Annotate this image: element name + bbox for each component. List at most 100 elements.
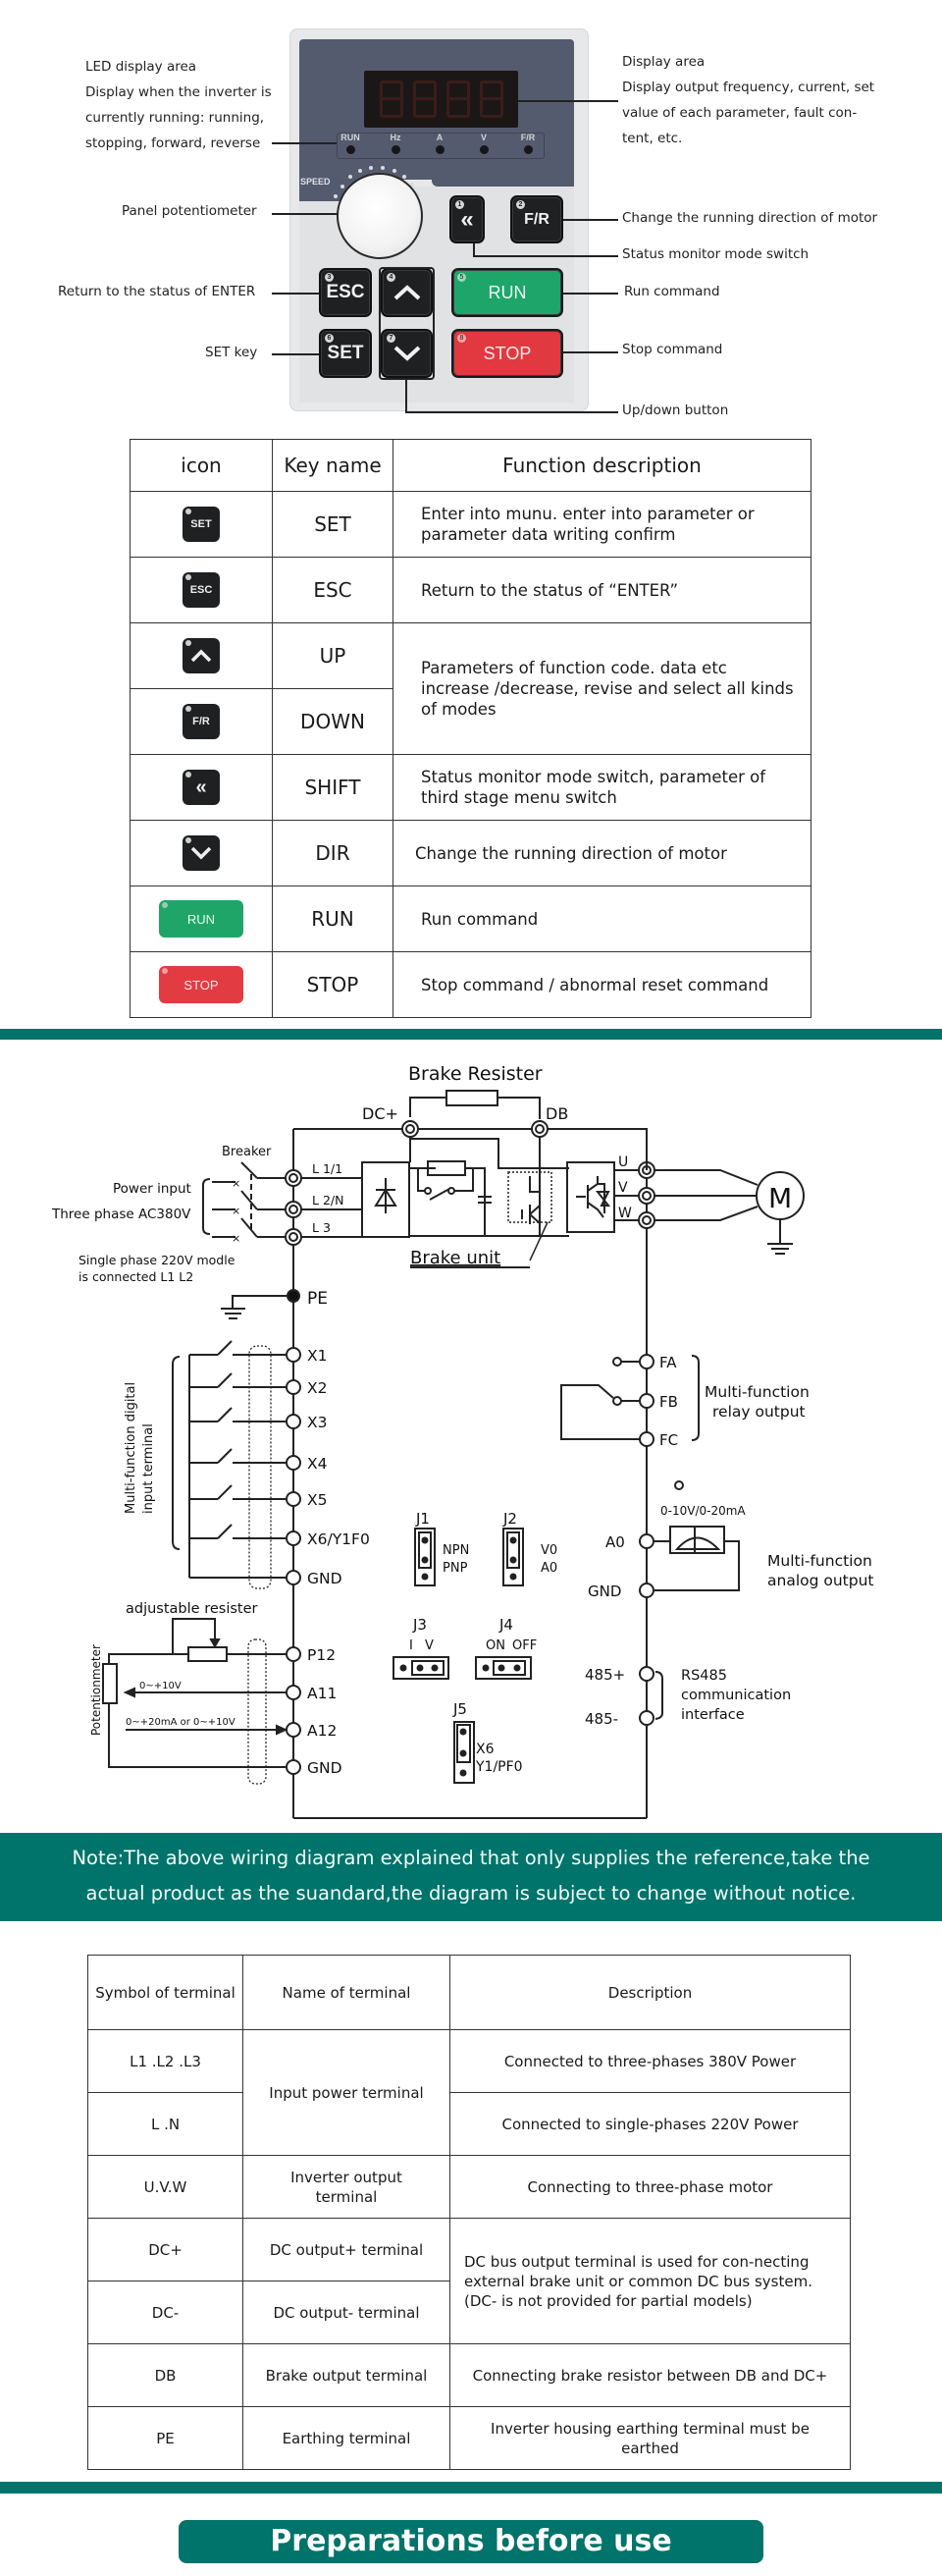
- pe-label: PE: [307, 1289, 328, 1309]
- svg-text:X4: X4: [307, 1455, 327, 1473]
- wiring-diagram: Brake Resister DC+ DB Breaker Power inpu…: [51, 1063, 874, 1819]
- dc-plus-terminal: [401, 1120, 419, 1138]
- rs485-plus-label: 485+: [585, 1666, 625, 1684]
- table-row: « SHIFT Status monitor mode switch, para…: [130, 754, 811, 821]
- key-description: Parameters of function code. data etc in…: [392, 622, 811, 755]
- shift-key-icon: «: [183, 770, 220, 805]
- bezel-tab-right: [432, 180, 574, 187]
- fa-terminal: [639, 1354, 654, 1369]
- leader-line: [563, 293, 618, 295]
- l3-label: L 3: [312, 1220, 331, 1235]
- section-divider: [0, 2482, 942, 2494]
- leader-line: [272, 353, 319, 355]
- analog-label-2: analog output: [767, 1572, 874, 1589]
- svg-text:J1: J1: [415, 1510, 430, 1528]
- leader-line: [563, 351, 618, 353]
- key-function-table: icon Key name Function description SET S…: [130, 439, 811, 1018]
- svg-text:A0: A0: [541, 1561, 557, 1576]
- table-row: SET SET Enter into munu. enter into para…: [130, 491, 811, 558]
- rs485-label-2: communication: [681, 1688, 791, 1703]
- digital-input-x4: X4: [189, 1448, 327, 1473]
- analog-input-p12: P12: [286, 1646, 336, 1664]
- column-header: Description: [449, 1955, 851, 2030]
- rs485-label-3: interface: [681, 1707, 745, 1723]
- leader-line: [473, 255, 618, 257]
- svg-text:P12: P12: [307, 1646, 336, 1664]
- key-name: UP: [272, 622, 393, 689]
- column-header: icon: [130, 439, 273, 492]
- terminal-symbol: DC-: [87, 2281, 243, 2344]
- leader-line: [272, 213, 338, 215]
- key-name: DIR: [272, 820, 393, 886]
- brake-resistor-symbol: [445, 1090, 498, 1106]
- svg-text:X3: X3: [307, 1414, 327, 1431]
- pe-terminal: [287, 1289, 300, 1303]
- brake-resister-label: Brake Resister: [408, 1063, 543, 1085]
- w-terminal: [638, 1211, 655, 1229]
- svg-text:X2: X2: [307, 1379, 327, 1397]
- analog-input-a11: A11: [286, 1685, 337, 1702]
- leader-line: [518, 100, 618, 102]
- analog-gnd-terminal: [639, 1583, 654, 1598]
- down-key[interactable]: 7: [381, 329, 433, 378]
- svg-text:J3: J3: [412, 1616, 427, 1634]
- table-row: RUN RUN Run command: [130, 886, 811, 952]
- meter-symbol: [669, 1526, 725, 1554]
- leader-line: [272, 293, 319, 295]
- down-arrow-icon: [183, 835, 220, 871]
- up-arrow-icon: [393, 285, 420, 300]
- key-description: Change the running direction of motor: [392, 820, 811, 886]
- table-row: STOP STOP Stop command / abnormal reset …: [130, 951, 811, 1018]
- jumper-j4: J4 ON OFF: [475, 1616, 537, 1680]
- digital-input-x5: X5: [189, 1484, 327, 1509]
- fc-label: FC: [659, 1431, 678, 1449]
- key-description: Status monitor mode switch, parameter of…: [392, 754, 811, 821]
- analog-input-a12: A12: [286, 1722, 337, 1740]
- terminal-description: Inverter housing earthing terminal must …: [449, 2406, 851, 2470]
- shift-key[interactable]: 1«: [449, 195, 485, 243]
- svg-text:PNP: PNP: [443, 1561, 468, 1576]
- fr-key-icon: F/R: [183, 704, 220, 739]
- callout-up-down: Up/down button: [622, 402, 729, 418]
- speed-label: SPEED: [300, 177, 331, 187]
- run-key-icon: RUN: [159, 900, 243, 938]
- table-row: DC- DC output- terminal: [87, 2281, 851, 2344]
- terminal-description: DC bus output terminal is used for con-n…: [449, 2218, 851, 2344]
- v-terminal: [638, 1187, 655, 1205]
- svg-text:X6/Y1F0: X6/Y1F0: [307, 1530, 370, 1548]
- esc-key-icon: ESC: [183, 572, 220, 608]
- analog-gnd-label: GND: [588, 1583, 621, 1600]
- jumper-j5: J5 X6 Y1/PF0: [452, 1700, 523, 1784]
- u-label: U: [618, 1154, 628, 1170]
- fa-label: FA: [659, 1354, 677, 1371]
- fb-terminal: [639, 1393, 654, 1409]
- single-phase-label-2: is connected L1 L2: [78, 1269, 193, 1284]
- svg-text:×: ×: [232, 1205, 240, 1217]
- table-header-row: icon Key name Function description: [130, 439, 811, 492]
- digital-input-label-2: input terminal: [141, 1423, 156, 1514]
- key-name: STOP: [272, 951, 393, 1018]
- panel-potentiometer-knob[interactable]: [337, 173, 423, 259]
- table-row: L1 .L2 .L3 Input power terminal Connecte…: [87, 2029, 851, 2156]
- l1-terminal: [285, 1169, 302, 1187]
- stop-key-icon: STOP: [159, 966, 243, 1003]
- v-label: V: [618, 1180, 628, 1196]
- terminal-symbol: U.V.W: [87, 2155, 243, 2219]
- leader-line: [405, 378, 407, 413]
- key-description: Return to the status of “ENTER”: [392, 557, 811, 623]
- up-key[interactable]: 4: [381, 268, 433, 317]
- key-name: SHIFT: [272, 754, 393, 821]
- svg-text:ON: ON: [486, 1638, 505, 1653]
- svg-text:J2: J2: [502, 1510, 517, 1528]
- callout-change-direction: Change the running direction of motor: [622, 210, 878, 226]
- svg-text:J4: J4: [498, 1616, 513, 1634]
- digital-input-terminals: [172, 1355, 190, 1578]
- indicator-a: A: [425, 133, 454, 154]
